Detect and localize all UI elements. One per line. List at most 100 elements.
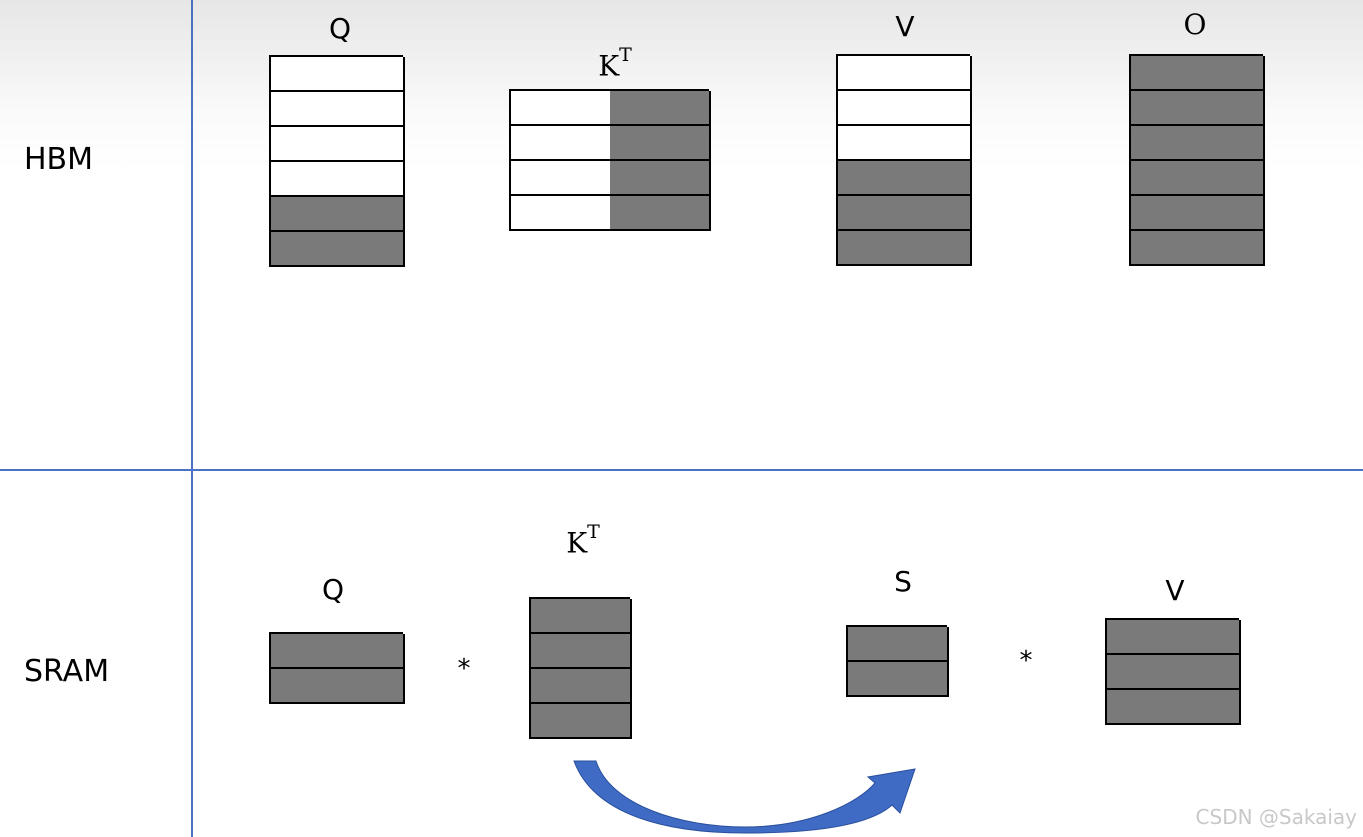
hbm-v-cell-r1-c2 xyxy=(904,91,939,126)
hbm-o-cell-r4-c3 xyxy=(1230,196,1265,231)
hbm-q-cell-r0-c3 xyxy=(370,57,405,92)
sram-q-matrix xyxy=(269,632,405,704)
hbm-q-cell-r2-c0 xyxy=(271,127,306,162)
sram-q-cell-r1-c3 xyxy=(370,669,405,704)
sram-v-cell-r1-c0 xyxy=(1107,655,1142,690)
hbm-o-cell-r4-c2 xyxy=(1197,196,1232,231)
hbm-kt-cell-r0-c2 xyxy=(577,91,612,126)
hbm-q-cell-r1-c2 xyxy=(337,92,372,127)
hbm-o-cell-r5-c3 xyxy=(1230,231,1265,266)
hbm-o-matrix xyxy=(1129,54,1265,266)
sram-q-label: Q xyxy=(321,573,345,606)
curved-arrow-shape xyxy=(573,760,916,834)
hbm-q-cell-r1-c0 xyxy=(271,92,306,127)
sram-v-matrix xyxy=(1105,618,1241,725)
hbm-o-cell-r0-c1 xyxy=(1164,56,1199,91)
hbm-q-cell-r0-c2 xyxy=(337,57,372,92)
hbm-q-cell-r5-c2 xyxy=(337,232,372,267)
hbm-kt-label-sup: T xyxy=(619,44,632,66)
hbm-kt-cell-r1-c4 xyxy=(643,126,678,161)
hbm-v-cell-r2-c3 xyxy=(937,126,972,161)
sram-q-cell-r1-c1 xyxy=(304,669,339,704)
hbm-o-cell-r5-c1 xyxy=(1164,231,1199,266)
hbm-kt-cell-r0-c4 xyxy=(643,91,678,126)
hbm-q-cell-r4-c1 xyxy=(304,197,339,232)
hbm-kt-cell-r1-c1 xyxy=(544,126,579,161)
hbm-row-label: HBM xyxy=(24,142,94,177)
watermark-text: CSDN @Sakaiay xyxy=(1195,805,1357,829)
hbm-kt-cell-r3-c1 xyxy=(544,196,579,231)
hbm-kt-cell-r2-c3 xyxy=(610,161,645,196)
sram-s-cell-r1-c1 xyxy=(881,662,916,697)
hbm-v-cell-r3-c2 xyxy=(904,161,939,196)
sram-v-cell-r2-c0 xyxy=(1107,690,1142,725)
hbm-v-cell-r4-c1 xyxy=(871,196,906,231)
hbm-v-cell-r0-c2 xyxy=(904,56,939,91)
hbm-kt-cell-r2-c5 xyxy=(676,161,711,196)
sram-kt-cell-r2-c2 xyxy=(597,669,632,704)
sram-kt-cell-r3-c1 xyxy=(564,704,599,739)
sram-row-label: SRAM xyxy=(24,654,110,689)
hbm-kt-cell-r3-c2 xyxy=(577,196,612,231)
sram-v-label: V xyxy=(1165,574,1185,607)
sram-s-cell-r0-c2 xyxy=(914,627,949,662)
hbm-v-cell-r4-c3 xyxy=(937,196,972,231)
sram-q-cell-r0-c0 xyxy=(271,634,306,669)
sram-s-matrix xyxy=(846,625,949,697)
sram-kt-cell-r3-c0 xyxy=(531,704,566,739)
hbm-q-cell-r2-c1 xyxy=(304,127,339,162)
sram-q-cell-r0-c3 xyxy=(370,634,405,669)
hbm-o-cell-r3-c1 xyxy=(1164,161,1199,196)
hbm-v-cell-r3-c0 xyxy=(838,161,873,196)
hbm-kt-cell-r1-c5 xyxy=(676,126,711,161)
hbm-q-cell-r0-c1 xyxy=(304,57,339,92)
hbm-kt-cell-r1-c0 xyxy=(511,126,546,161)
sram-s-cell-r1-c2 xyxy=(914,662,949,697)
hbm-v-cell-r5-c3 xyxy=(937,231,972,266)
hbm-o-cell-r4-c0 xyxy=(1131,196,1166,231)
sram-kt-cell-r1-c1 xyxy=(564,634,599,669)
hbm-v-matrix xyxy=(836,54,972,266)
sram-v-cell-r1-c3 xyxy=(1206,655,1241,690)
hbm-v-cell-r2-c1 xyxy=(871,126,906,161)
hbm-o-cell-r1-c2 xyxy=(1197,91,1232,126)
sram-kt-label-base: K xyxy=(566,526,588,560)
sram-kt-cell-r2-c0 xyxy=(531,669,566,704)
hbm-v-cell-r0-c0 xyxy=(838,56,873,91)
hbm-q-cell-r3-c3 xyxy=(370,162,405,197)
hbm-kt-cell-r1-c3 xyxy=(610,126,645,161)
hbm-v-cell-r3-c1 xyxy=(871,161,906,196)
hbm-o-cell-r3-c3 xyxy=(1230,161,1265,196)
hbm-kt-cell-r2-c2 xyxy=(577,161,612,196)
hbm-q-cell-r4-c3 xyxy=(370,197,405,232)
hbm-q-cell-r5-c1 xyxy=(304,232,339,267)
hbm-q-cell-r3-c0 xyxy=(271,162,306,197)
hbm-v-cell-r1-c3 xyxy=(937,91,972,126)
hbm-o-cell-r3-c2 xyxy=(1197,161,1232,196)
sram-v-cell-r0-c2 xyxy=(1173,620,1208,655)
hbm-kt-cell-r2-c0 xyxy=(511,161,546,196)
hbm-kt-cell-r0-c1 xyxy=(544,91,579,126)
sram-kt-cell-r0-c1 xyxy=(564,599,599,634)
hbm-kt-cell-r0-c3 xyxy=(610,91,645,126)
hbm-o-cell-r5-c2 xyxy=(1197,231,1232,266)
hbm-v-cell-r5-c1 xyxy=(871,231,906,266)
hbm-v-cell-r3-c3 xyxy=(937,161,972,196)
sram-kt-cell-r1-c2 xyxy=(597,634,632,669)
sram-v-cell-r2-c1 xyxy=(1140,690,1175,725)
hbm-q-cell-r3-c2 xyxy=(337,162,372,197)
sram-kt-cell-r2-c1 xyxy=(564,669,599,704)
hbm-q-cell-r1-c1 xyxy=(304,92,339,127)
hbm-v-cell-r2-c0 xyxy=(838,126,873,161)
sram-s-label: S xyxy=(894,565,912,598)
hbm-q-cell-r3-c1 xyxy=(304,162,339,197)
horizontal-divider xyxy=(0,469,1363,471)
sram-kt-label: KT xyxy=(543,521,623,558)
sram-q-cell-r1-c0 xyxy=(271,669,306,704)
hbm-kt-label: KT xyxy=(575,44,655,81)
hbm-o-cell-r1-c3 xyxy=(1230,91,1265,126)
sram-s-cell-r0-c1 xyxy=(881,627,916,662)
hbm-v-cell-r4-c2 xyxy=(904,196,939,231)
hbm-o-cell-r1-c1 xyxy=(1164,91,1199,126)
